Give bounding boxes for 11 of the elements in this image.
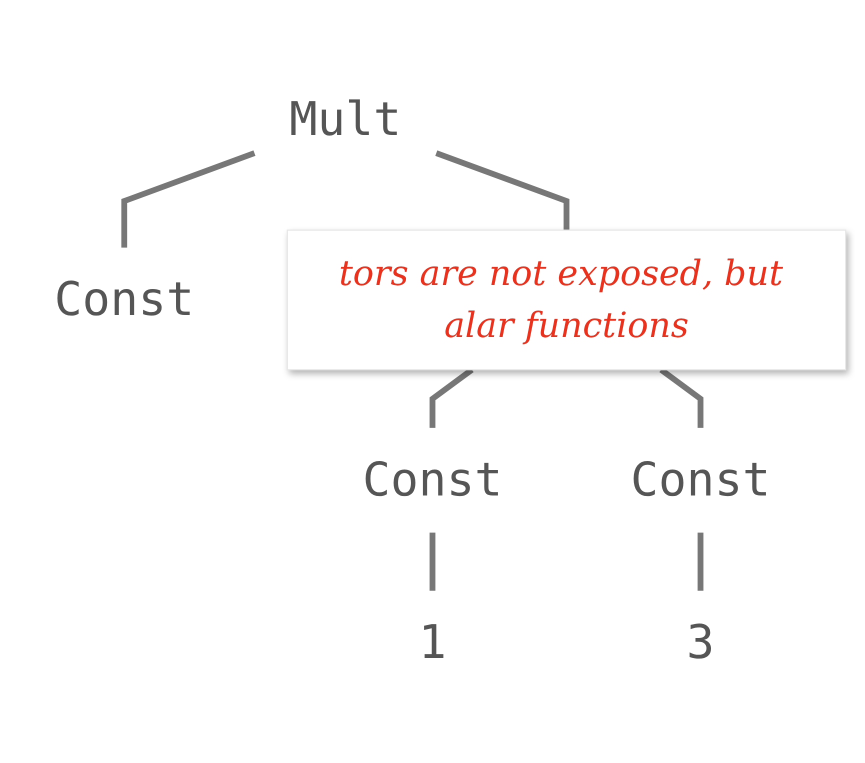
node-box: tors are not exposed, but alar functions xyxy=(286,230,846,370)
node-text: Const xyxy=(362,454,503,508)
connector xyxy=(698,532,704,591)
node-text: 3 xyxy=(686,616,715,670)
connector xyxy=(430,532,436,591)
node-text: Const xyxy=(54,273,194,327)
node-text: Mult xyxy=(289,93,402,147)
node-text: Const xyxy=(630,454,771,508)
node-text: 1 xyxy=(418,616,447,670)
connector xyxy=(121,150,256,248)
connector xyxy=(435,150,570,230)
